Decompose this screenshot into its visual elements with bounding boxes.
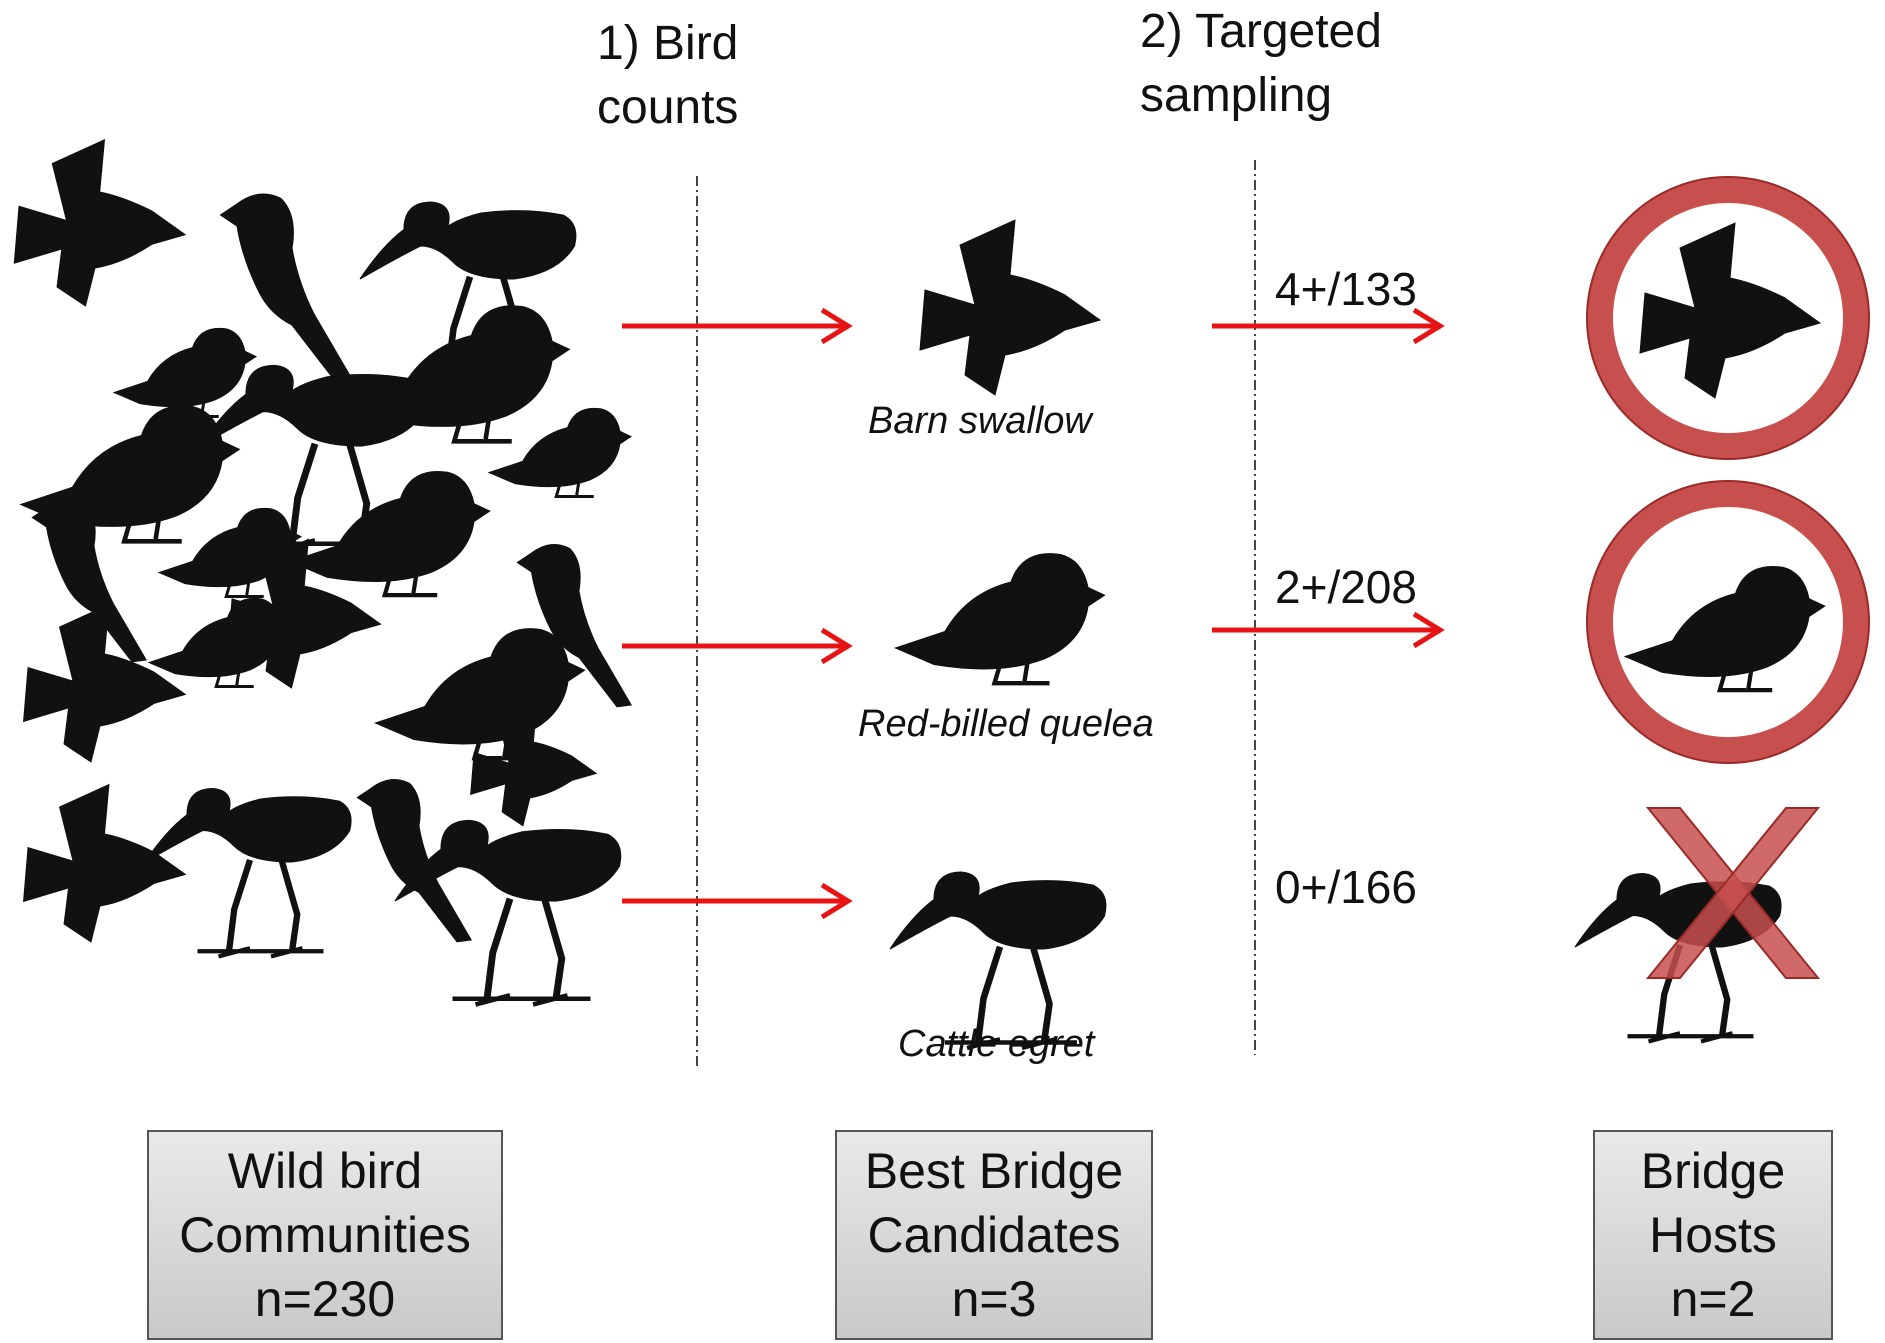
positives-ratio-red-billed-quelea: 2+/208 xyxy=(1275,560,1417,614)
stage-box-best-bridge-candidates: Best Bridge Candidates n=3 xyxy=(835,1130,1153,1340)
quelea-silhouette-icon xyxy=(896,554,1105,683)
step-label-line: counts xyxy=(597,76,738,140)
arrow-community-to-quelea xyxy=(622,630,848,662)
arrow-community-to-egret xyxy=(622,885,848,917)
species-name-cattle-egret: Cattle egret xyxy=(898,1023,1094,1066)
stage-box-bridge-hosts: Bridge Hosts n=2 xyxy=(1593,1130,1833,1340)
positives-ratio-barn-swallow: 4+/133 xyxy=(1275,262,1417,316)
step-label-targeted-sampling: 2) Targeted sampling xyxy=(1140,0,1382,128)
species-name-red-billed-quelea: Red-billed quelea xyxy=(858,703,1154,746)
egret-silhouette-icon xyxy=(890,872,1106,1048)
stage-box-line: Hosts xyxy=(1649,1203,1777,1267)
stage-box-count: n=2 xyxy=(1671,1267,1756,1331)
stage-box-line: Communities xyxy=(179,1203,471,1267)
stage-box-line: Wild bird xyxy=(228,1139,422,1203)
stage-box-line: Candidates xyxy=(868,1203,1121,1267)
arrow-quelea-to-host xyxy=(1212,614,1440,646)
stage-box-count: n=230 xyxy=(255,1267,395,1331)
candidate-birds xyxy=(890,220,1106,1048)
bridge-host-markers xyxy=(1575,177,1869,1042)
species-name-barn-swallow: Barn swallow xyxy=(868,400,1092,443)
step-label-line: 2) Targeted xyxy=(1140,0,1382,64)
step-label-line: sampling xyxy=(1140,64,1382,128)
swallow-silhouette-icon xyxy=(920,220,1100,395)
positives-ratio-cattle-egret: 0+/166 xyxy=(1275,860,1417,914)
step-label-line: 1) Bird xyxy=(597,12,738,76)
host-quelea-marker xyxy=(1587,481,1869,763)
rejected-egret-marker xyxy=(1575,808,1818,1042)
stage-box-line: Bridge xyxy=(1641,1139,1786,1203)
arrow-community-to-swallow xyxy=(622,310,848,342)
wild-bird-community-cluster xyxy=(14,140,631,1005)
stage-box-line: Best Bridge xyxy=(865,1139,1123,1203)
stage-box-count: n=3 xyxy=(952,1267,1037,1331)
host-swallow-marker xyxy=(1587,177,1869,459)
step-label-bird-counts: 1) Bird counts xyxy=(597,12,738,140)
stage-box-wild-bird-communities: Wild bird Communities n=230 xyxy=(147,1130,503,1340)
